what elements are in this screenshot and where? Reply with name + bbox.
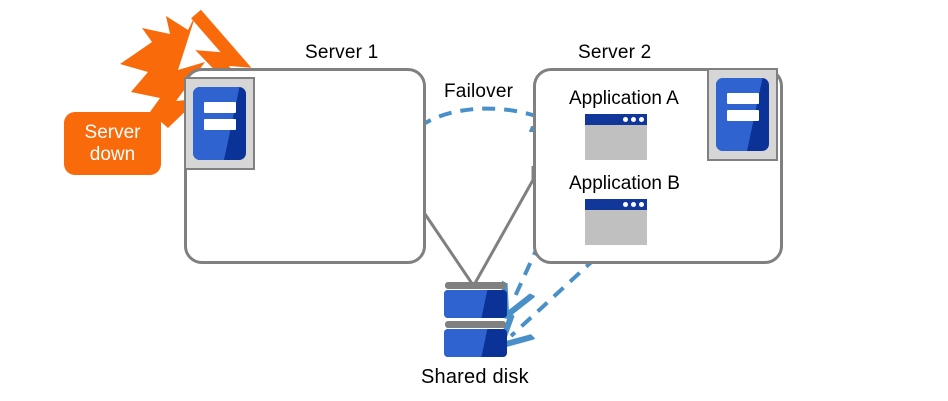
server2-disk-link: [472, 166, 535, 286]
app-window-icon: [585, 199, 647, 245]
failover-label: Failover: [444, 81, 514, 102]
application-b-label: Application B: [569, 173, 680, 194]
status-badge-server-down[interactable]: Server down: [64, 112, 161, 175]
server1-label: Server 1: [305, 42, 379, 63]
badge-line-1: Server: [84, 122, 141, 144]
badge-line-2: down: [89, 143, 136, 165]
application-a-label: Application A: [569, 88, 679, 109]
app-window-icon: [585, 114, 647, 160]
shared-disk-label: Shared disk: [421, 366, 529, 388]
failover-arrow: [402, 109, 551, 144]
server2-label: Server 2: [578, 42, 652, 63]
server-tower-icon: [707, 68, 778, 161]
disk-stack-icon: [444, 282, 507, 358]
server-tower-icon: [184, 77, 255, 170]
